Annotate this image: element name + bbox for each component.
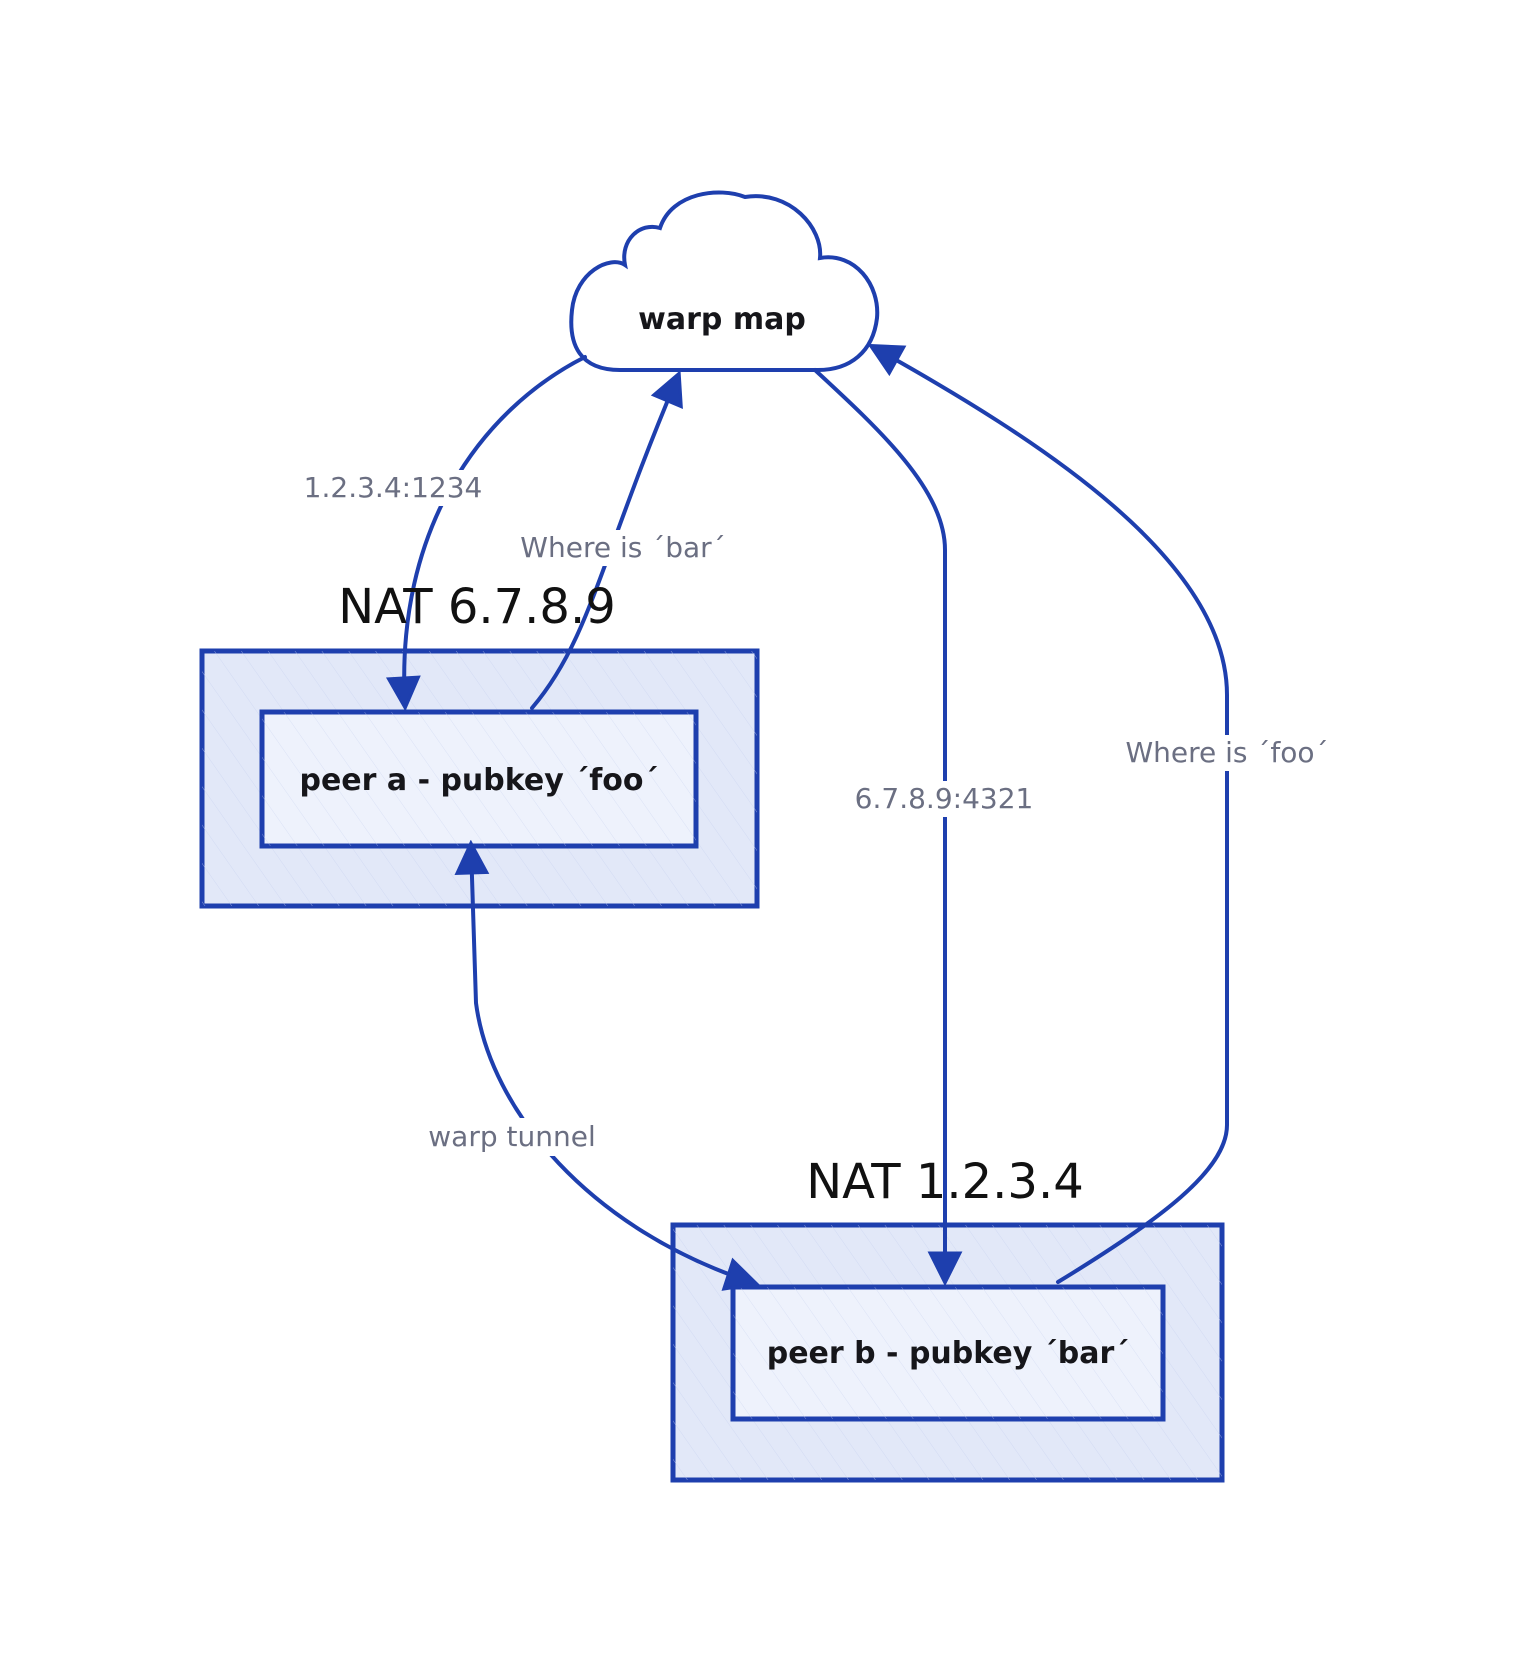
edge-label-bg bbox=[850, 781, 1038, 817]
edge-label-tunnel: warp tunnel bbox=[428, 1120, 595, 1153]
edge-cloud-to-peer-b bbox=[813, 368, 945, 1280]
edge-peer-a-to-cloud bbox=[530, 376, 678, 710]
peer-a-box bbox=[259, 709, 699, 849]
cloud-node bbox=[569, 190, 880, 372]
edge-label-peer-a-to-cloud: Where is ´bar´ bbox=[520, 531, 725, 564]
peer-b-box bbox=[730, 1284, 1166, 1422]
edge-label-cloud-to-peer-a: 1.2.3.4:1234 bbox=[304, 471, 483, 504]
peer-b-label: peer b - pubkey ´bar´ bbox=[767, 1336, 1130, 1371]
edge-peer-b-to-cloud bbox=[873, 347, 1229, 1284]
nat-b-label: NAT 1.2.3.4 bbox=[806, 1154, 1084, 1210]
edge-label-bg bbox=[1116, 735, 1338, 771]
edge-label-bg bbox=[298, 470, 488, 506]
edge-warp-tunnel bbox=[471, 846, 754, 1283]
peer-a-label: peer a - pubkey ´foo´ bbox=[299, 763, 658, 798]
edge-label-peer-b-to-cloud: Where is ´foo´ bbox=[1125, 736, 1328, 769]
edge-label-cloud-to-peer-b: 6.7.8.9:4321 bbox=[855, 782, 1034, 815]
edge-label-bg bbox=[513, 530, 733, 566]
nat-a-label: NAT 6.7.8.9 bbox=[338, 579, 616, 635]
cloud-icon bbox=[569, 190, 880, 372]
cloud-label: warp map bbox=[638, 302, 806, 337]
edge-label-bg bbox=[412, 1118, 612, 1156]
